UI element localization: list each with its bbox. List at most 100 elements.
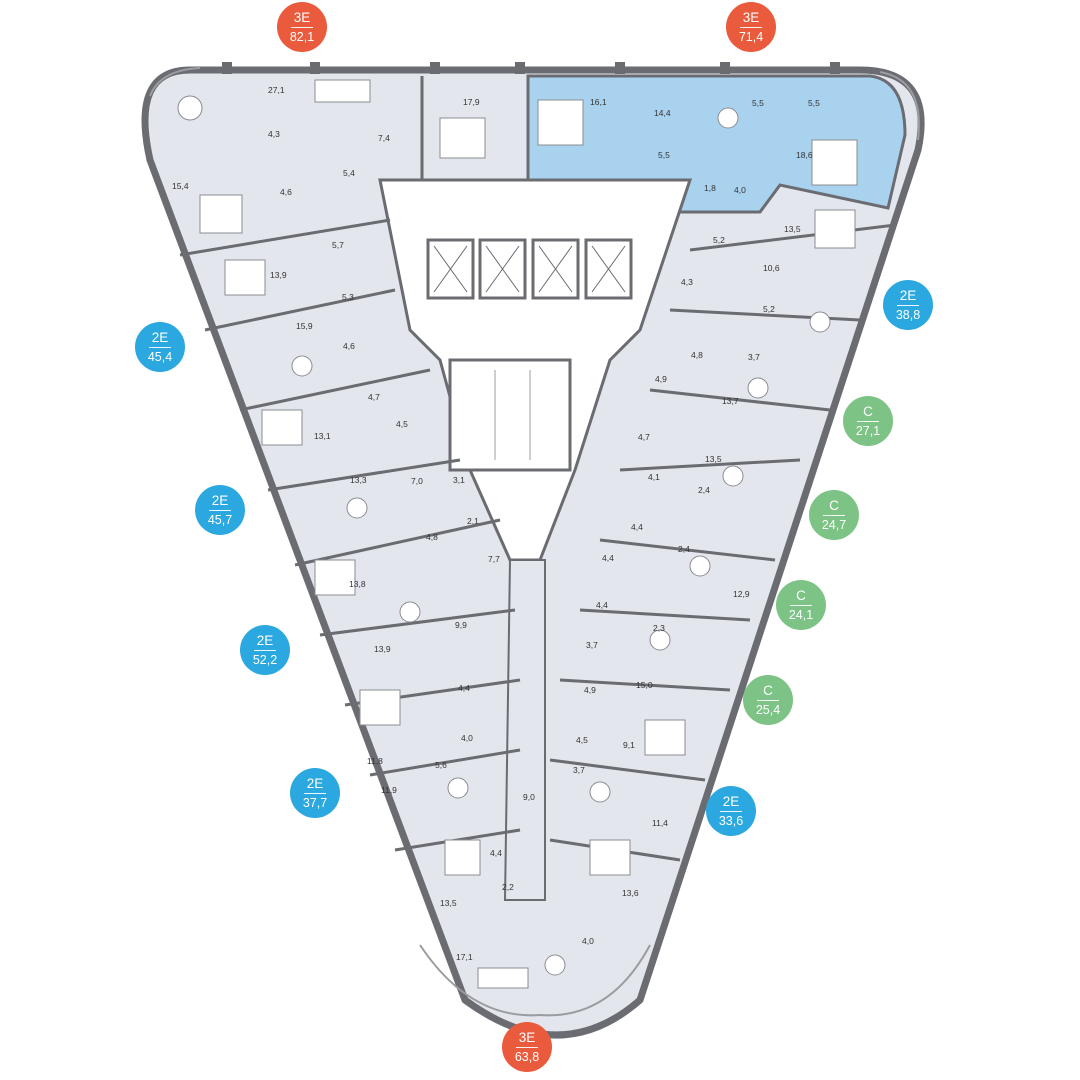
apartment-type: 2E (151, 330, 169, 345)
room-area: 13,1 (314, 431, 331, 441)
room-area: 13,9 (270, 270, 287, 280)
room-area: 5,5 (658, 150, 670, 160)
room-area: 4,7 (638, 432, 650, 442)
room-area: 4,6 (343, 341, 355, 351)
apartment-badge-3e-63[interactable]: 3E 63,8 (502, 1022, 552, 1072)
room-area: 13,8 (349, 579, 366, 589)
apartment-area: 52,2 (252, 653, 278, 667)
room-area: 4,5 (576, 735, 588, 745)
room-area: 11,4 (652, 818, 668, 828)
apartment-type: 3E (742, 10, 760, 25)
badge-divider (823, 515, 845, 516)
room-area: 15,4 (172, 181, 189, 191)
badge-divider (790, 605, 812, 606)
room-area: 3,7 (748, 352, 760, 362)
room-area: 4,8 (691, 350, 703, 360)
room-area: 3,7 (586, 640, 598, 650)
room-area: 5,7 (332, 240, 344, 250)
apartment-area: 33,6 (718, 814, 744, 828)
apartment-area: 24,1 (788, 608, 814, 622)
apartment-badge-c-25[interactable]: С 25,4 (743, 675, 793, 725)
apartment-type: 2E (899, 288, 917, 303)
apartment-badge-c-24-7[interactable]: С 24,7 (809, 490, 859, 540)
room-area: 7,4 (378, 133, 390, 143)
room-area: 5,6 (435, 760, 447, 770)
apartment-type: 3E (518, 1030, 536, 1045)
apartment-badge-2e-52[interactable]: 2E 52,2 (240, 625, 290, 675)
badge-divider (209, 510, 231, 511)
room-area: 3,1 (453, 475, 465, 485)
room-area: 4,0 (461, 733, 473, 743)
apartment-area: 24,7 (821, 518, 847, 532)
badge-divider (740, 27, 762, 28)
badge-divider (304, 793, 326, 794)
room-area: 4,6 (280, 187, 292, 197)
room-area: 13,5 (705, 454, 722, 464)
room-area: 16,1 (590, 97, 607, 107)
room-area: 13,9 (374, 644, 391, 654)
room-area: 15,0 (636, 680, 653, 690)
apartment-badge-2e-38[interactable]: 2E 38,8 (883, 280, 933, 330)
room-area: 12,9 (733, 589, 750, 599)
apartment-badge-2e-45-7[interactable]: 2E 45,7 (195, 485, 245, 535)
room-area: 4,7 (368, 392, 380, 402)
apartment-area: 71,4 (738, 30, 764, 44)
apartment-badge-2e-45-4[interactable]: 2E 45,4 (135, 322, 185, 372)
room-area: 5,4 (343, 168, 355, 178)
apartment-badge-3e-82[interactable]: 3E 82,1 (277, 2, 327, 52)
room-area: 15,9 (296, 321, 313, 331)
room-area: 4,4 (596, 600, 608, 610)
balcony-top-left (149, 67, 201, 97)
room-area: 17,9 (463, 97, 480, 107)
room-area: 5,5 (752, 98, 764, 108)
apartment-badge-3e-71[interactable]: 3E 71,4 (726, 2, 776, 52)
room-area: 5,5 (808, 98, 820, 108)
furniture (177, 79, 858, 989)
apartment-type: 2E (722, 794, 740, 809)
room-area: 9,1 (623, 740, 635, 750)
room-area: 10,6 (763, 263, 780, 273)
apartment-type: С (796, 588, 806, 603)
apartment-area: 82,1 (289, 30, 315, 44)
badge-divider (149, 347, 171, 348)
apartment-badge-2e-37[interactable]: 2E 37,7 (290, 768, 340, 818)
apartment-type: 3E (293, 10, 311, 25)
apartment-type: 2E (306, 776, 324, 791)
room-area: 2,3 (653, 623, 665, 633)
badge-divider (897, 305, 919, 306)
room-area: 4,3 (268, 129, 280, 139)
apartment-badge-c-27[interactable]: С 27,1 (843, 396, 893, 446)
apartment-area: 45,4 (147, 350, 173, 364)
balcony-top-right (879, 71, 920, 141)
room-area: 13,3 (350, 475, 367, 485)
stairs-lines (494, 370, 531, 460)
room-area: 5,3 (342, 292, 354, 302)
room-area: 11,8 (367, 756, 383, 766)
room-area: 7,0 (411, 476, 423, 486)
room-area: 9,0 (523, 792, 535, 802)
apartment-badge-2e-33[interactable]: 2E 33,6 (706, 786, 756, 836)
room-area: 2,4 (678, 544, 690, 554)
room-area: 14,4 (654, 108, 671, 118)
room-area: 11,9 (381, 785, 397, 795)
room-area: 18,6 (796, 150, 813, 160)
room-area: 7,7 (488, 554, 500, 564)
room-area: 13,6 (622, 888, 639, 898)
room-area: 4,1 (648, 472, 660, 482)
room-area: 13,5 (784, 224, 801, 234)
room-area: 4,4 (458, 683, 470, 693)
apartment-badge-c-24-1[interactable]: С 24,1 (776, 580, 826, 630)
room-area: 5,2 (713, 235, 725, 245)
room-area: 13,7 (722, 396, 739, 406)
exterior-wall-columns (222, 62, 840, 74)
top-partitions (420, 76, 530, 180)
badge-divider (720, 811, 742, 812)
badge-divider (291, 27, 313, 28)
room-area: 3,7 (573, 765, 585, 775)
left-wing-partitions (179, 218, 521, 852)
room-area: 1,8 (704, 183, 716, 193)
room-area: 13,5 (440, 898, 457, 908)
room-area: 2,4 (698, 485, 710, 495)
badge-divider (757, 700, 779, 701)
room-area: 4,4 (490, 848, 502, 858)
